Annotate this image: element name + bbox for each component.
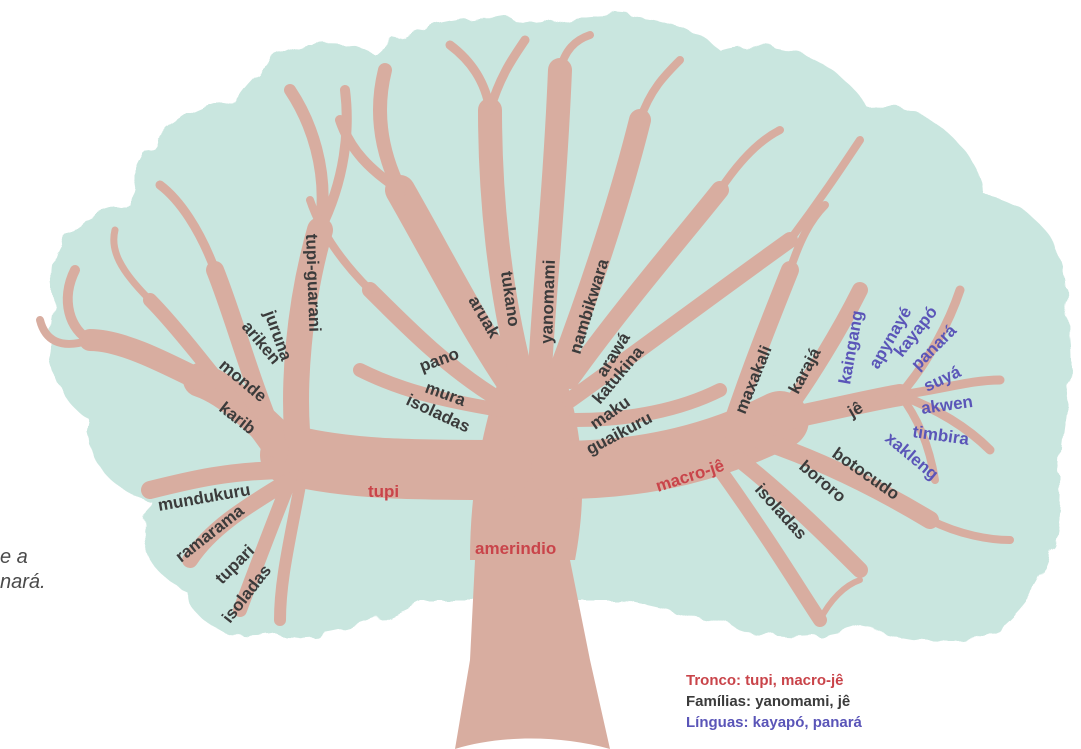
- stock-label-tupi: tupi: [368, 482, 399, 501]
- legend: Tronco: tupi, macro-jê Famílias: yanomam…: [686, 670, 862, 733]
- family-tupi-guarani: tupi-guarani: [302, 233, 324, 332]
- trunk-label: amerindio: [475, 539, 556, 558]
- legend-families: Famílias: yanomami, jê: [686, 691, 862, 712]
- legend-stock: Tronco: tupi, macro-jê: [686, 670, 862, 691]
- family-yanomami: yanomami: [537, 259, 559, 344]
- legend-languages: Línguas: kayapó, panará: [686, 712, 862, 733]
